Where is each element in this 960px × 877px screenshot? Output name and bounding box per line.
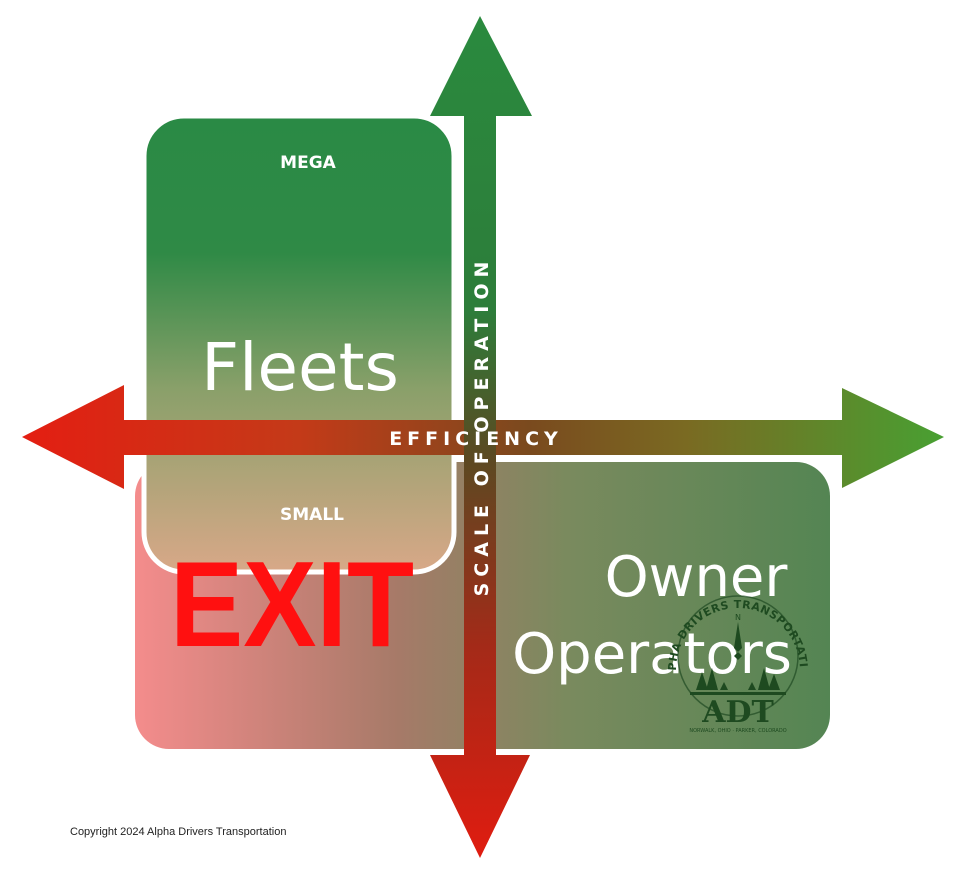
fleets-box xyxy=(141,113,457,575)
efficiency-label: EFFICIENCY xyxy=(389,428,563,450)
scale-of-operation-label: SCALE OF OPERATION xyxy=(471,256,493,597)
compass-icon xyxy=(734,622,742,660)
scale-arrow xyxy=(430,16,532,858)
logo-ring xyxy=(677,595,799,717)
copyright-notice: Copyright 2024 Alpha Drivers Transportat… xyxy=(70,826,287,838)
logo-initials: ADT xyxy=(701,695,774,730)
compass-letter: N xyxy=(735,613,741,622)
fleets-label: Fleets xyxy=(201,329,399,406)
operators-label: Operators xyxy=(512,622,792,687)
tree-silhouette-icon xyxy=(690,668,786,695)
logo-location: NORWALK, OHIO · PARKER, COLORADO xyxy=(689,728,786,734)
mega-label: MEGA xyxy=(280,153,336,173)
small-label: SMALL xyxy=(280,505,344,525)
exit-label: EXIT xyxy=(170,536,414,672)
